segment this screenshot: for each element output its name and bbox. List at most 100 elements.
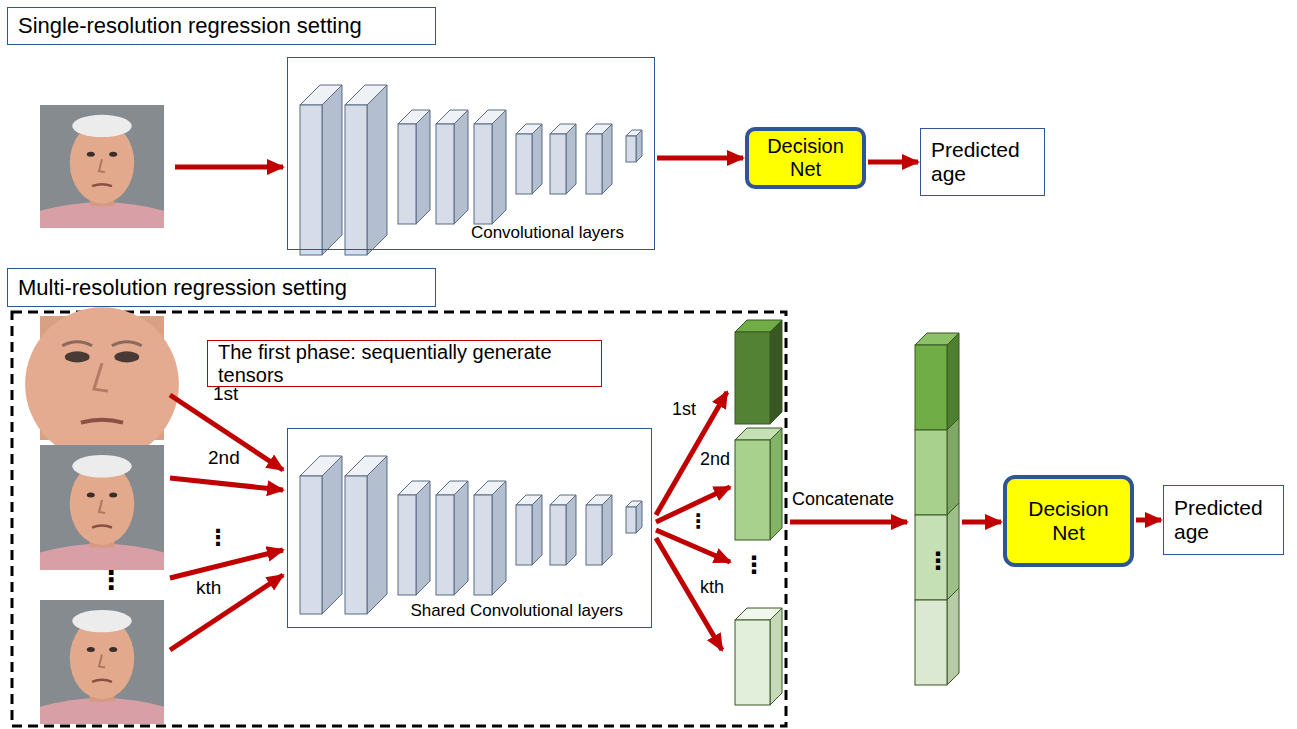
block-front <box>474 124 492 224</box>
vector-side <box>947 588 959 685</box>
setting-title: Multi-resolution regression setting <box>7 268 436 307</box>
shirt <box>40 698 164 724</box>
flow-arrow <box>962 520 1001 525</box>
node-text: Convolutional layers <box>471 223 624 243</box>
block-front <box>626 507 636 533</box>
block-front <box>300 105 322 255</box>
arrow-label: 1st <box>213 384 238 405</box>
block-side <box>770 320 782 424</box>
feature-tensor <box>735 608 782 705</box>
block-front <box>436 124 454 224</box>
block-side <box>566 495 576 565</box>
node-text: Multi-resolution regression setting <box>18 275 347 300</box>
decision-box: Decision Net <box>1003 475 1134 567</box>
mouth <box>92 680 112 682</box>
block-side <box>636 501 642 533</box>
conv-layer <box>626 501 642 533</box>
eye <box>87 647 95 652</box>
block-side <box>492 110 506 224</box>
eye <box>109 493 117 498</box>
block-front <box>735 620 770 705</box>
phase-box: The first phase: sequentially generate t… <box>207 340 602 387</box>
eye <box>87 152 95 157</box>
arrow-label: kth <box>196 578 221 599</box>
block-front <box>586 505 602 565</box>
conv-layer <box>345 456 387 614</box>
block-front <box>474 495 492 595</box>
nose <box>94 363 108 391</box>
conv-layer <box>516 495 542 565</box>
mouth <box>81 420 123 423</box>
output-box: Predicted age <box>920 128 1045 196</box>
nose <box>99 500 105 513</box>
block-front <box>735 332 770 424</box>
block-side <box>566 124 576 194</box>
flow-arrow <box>170 395 283 470</box>
block-front <box>345 476 367 614</box>
block-front <box>516 134 532 194</box>
arrow-label: 2nd <box>208 448 240 469</box>
block-side <box>416 481 430 595</box>
conv-layer <box>474 481 506 595</box>
brow <box>112 342 142 346</box>
flow-arrow <box>790 520 907 525</box>
shirt <box>40 202 164 228</box>
mouth <box>92 526 112 528</box>
block-front <box>345 105 367 255</box>
node-text: The first phase: sequentially generate t… <box>218 341 591 387</box>
setting-title: Single-resolution regression setting <box>7 7 436 45</box>
ellipsis-mark: ⋮ <box>688 510 708 532</box>
block-front <box>398 495 416 595</box>
conv-layer <box>398 110 430 224</box>
vector-segment <box>915 600 947 685</box>
face-photo <box>40 600 164 724</box>
decision-box: Decision Net <box>745 127 866 189</box>
ellipsis-mark: ⋮ <box>207 526 229 550</box>
arrow-label: kth <box>700 578 724 598</box>
block-front <box>300 476 322 614</box>
block-side <box>416 110 430 224</box>
flow-arrow <box>175 165 283 170</box>
conv-layer <box>300 85 342 255</box>
ellipsis-mark: ⋮ <box>926 548 950 574</box>
node-text: Predicted age <box>931 138 1034 186</box>
conv-layer <box>436 110 468 224</box>
conv-layer <box>398 481 430 595</box>
conv-layer <box>550 124 576 194</box>
node-text: Predicted age <box>1174 496 1273 544</box>
block-side <box>532 124 542 194</box>
block-side <box>770 428 782 540</box>
eye <box>114 351 139 362</box>
ellipsis-mark: ⋮ <box>98 566 124 595</box>
eye <box>109 152 117 157</box>
block-side <box>454 110 468 224</box>
photo-ground <box>40 600 164 724</box>
ellipsis-mark: ⋮ <box>742 552 766 578</box>
conv-layer <box>474 110 506 224</box>
block-side <box>322 85 342 255</box>
output-box: Predicted age <box>1163 485 1284 555</box>
block-side <box>532 495 542 565</box>
conv-layer <box>436 481 468 595</box>
block-side <box>602 124 612 194</box>
block-front <box>735 440 770 540</box>
arrow-label: Concatenate <box>792 490 894 510</box>
flow-arrow <box>170 575 283 650</box>
photo-ground <box>40 105 164 228</box>
node-text: Shared Convolutional layers <box>410 601 623 621</box>
eye <box>109 647 117 652</box>
node-text: Single-resolution regression setting <box>18 13 362 38</box>
block-side <box>492 481 506 595</box>
block-front <box>398 124 416 224</box>
feature-tensor <box>735 320 782 424</box>
skin <box>25 307 179 461</box>
face-photo <box>40 445 164 570</box>
hair <box>72 455 132 478</box>
feature-tensor <box>735 428 782 540</box>
conv-box: Shared Convolutional layers <box>287 428 652 628</box>
face-photo <box>25 307 179 461</box>
nose <box>99 655 105 668</box>
block-front <box>550 134 566 194</box>
connector-arrow <box>1136 518 1161 523</box>
